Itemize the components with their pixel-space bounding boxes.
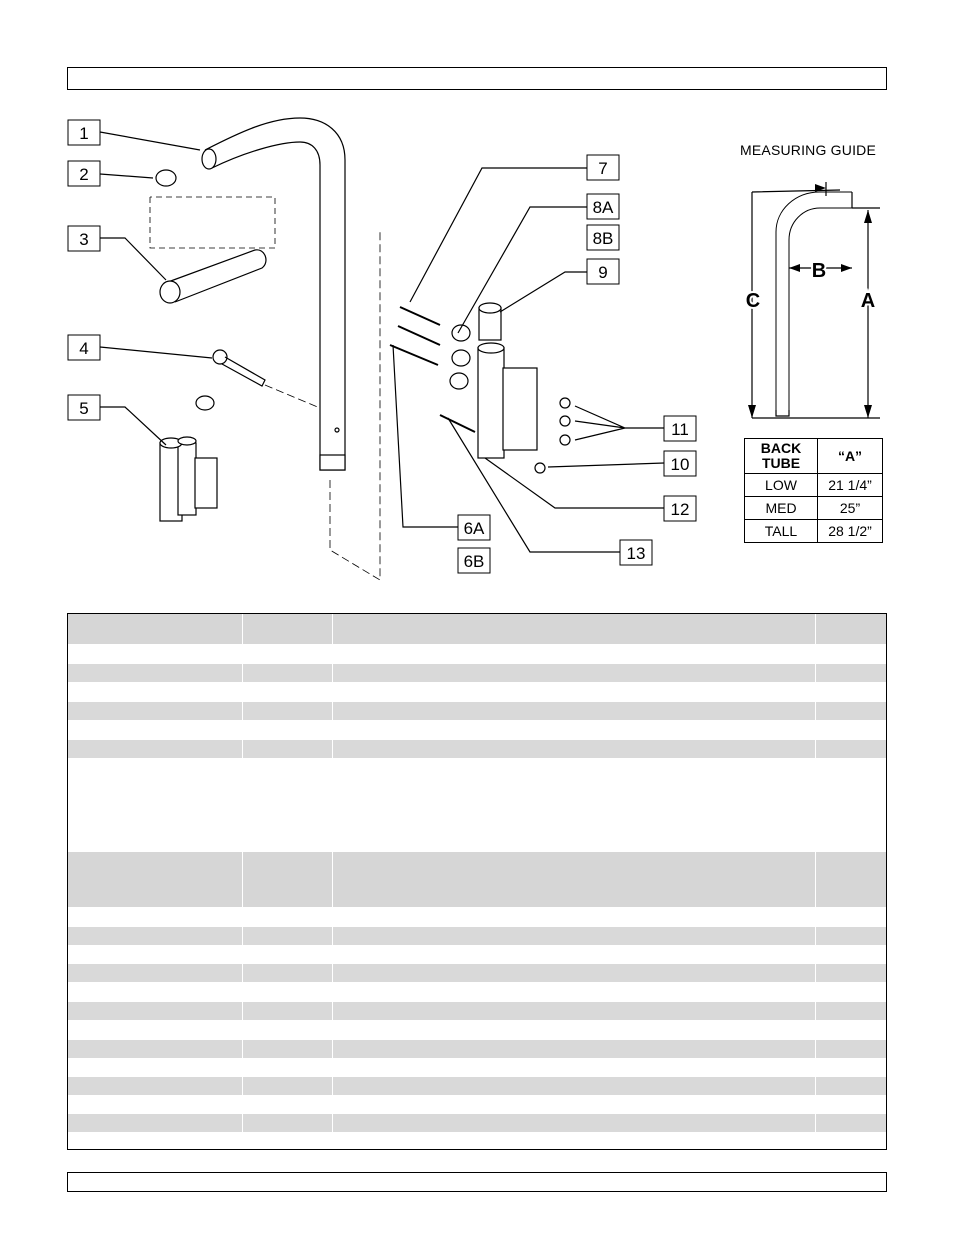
- table-row: [68, 1040, 886, 1058]
- parts-header-row: [68, 852, 886, 907]
- callout-6a: 6A: [464, 519, 485, 538]
- callout-7: 7: [598, 159, 607, 178]
- dimension-a-label: A: [861, 290, 875, 312]
- exploded-parts-diagram: 1 2 3 4 5 6A 6B 7 8A 8B 9 10 11 12 13 C …: [67, 117, 880, 581]
- parts-header-row: [68, 614, 886, 644]
- size-low-value: 21 1/4”: [817, 473, 883, 497]
- a-dimension-header: “A”: [817, 438, 883, 474]
- column-divider: [815, 614, 816, 1132]
- size-tall-value: 28 1/2”: [817, 519, 883, 543]
- header-bar: [67, 67, 887, 90]
- dimension-b-label: B: [812, 260, 826, 282]
- measuring-guide-title: MEASURING GUIDE: [740, 142, 877, 158]
- size-med: MED: [744, 496, 818, 520]
- table-row: [68, 1114, 886, 1132]
- callout-9: 9: [598, 263, 607, 282]
- callout-3: 3: [79, 230, 88, 249]
- dimension-c-label: C: [746, 290, 760, 312]
- column-divider: [242, 614, 243, 1132]
- table-row: [68, 964, 886, 982]
- callout-8b: 8B: [593, 229, 614, 248]
- callout-12: 12: [671, 500, 690, 519]
- parts-list-table: [67, 613, 887, 1150]
- column-divider: [332, 614, 333, 1132]
- callout-2: 2: [79, 165, 88, 184]
- callout-10: 10: [671, 455, 690, 474]
- callout-11: 11: [671, 420, 689, 439]
- callout-13: 13: [627, 544, 646, 563]
- table-row: [68, 927, 886, 945]
- size-tall: TALL: [744, 519, 818, 543]
- table-row: [68, 1002, 886, 1020]
- size-low: LOW: [744, 473, 818, 497]
- callout-6b: 6B: [464, 552, 485, 571]
- callout-4: 4: [79, 339, 88, 358]
- table-row: [68, 740, 886, 758]
- callout-8a: 8A: [593, 198, 614, 217]
- back-tube-table: BACK TUBE “A” LOW 21 1/4” MED 25” TALL 2…: [744, 438, 883, 543]
- back-tube-header: BACK TUBE: [744, 438, 818, 474]
- callout-5: 5: [79, 399, 88, 418]
- table-row: [68, 702, 886, 720]
- footer-bar: [67, 1172, 887, 1192]
- callout-1: 1: [79, 124, 88, 143]
- table-row: [68, 664, 886, 682]
- table-row: [68, 1077, 886, 1095]
- size-med-value: 25”: [817, 496, 883, 520]
